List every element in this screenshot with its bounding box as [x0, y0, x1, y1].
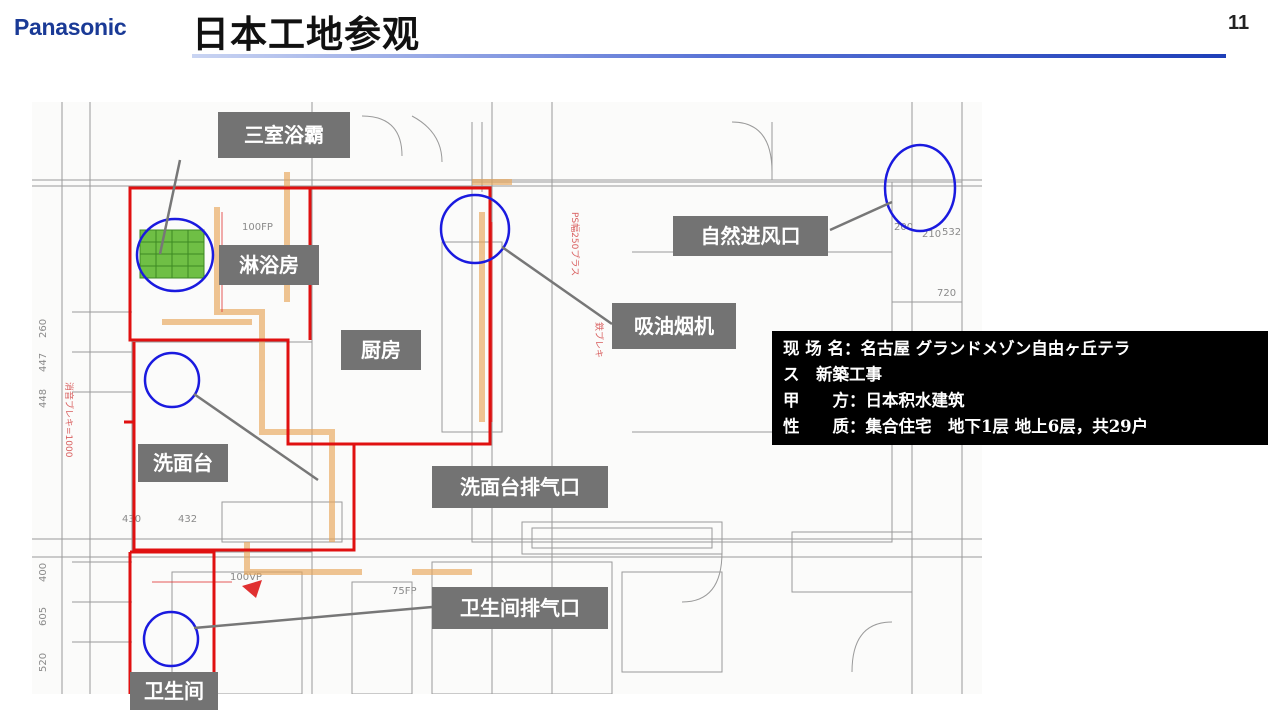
- svg-text:605: 605: [38, 607, 49, 626]
- project-info-site-name-cont: ス 新築工事: [783, 365, 882, 384]
- label-washbasin-exhaust: 洗面台排气口: [432, 466, 608, 508]
- label-range-hood: 吸油烟机: [612, 303, 736, 349]
- label-shower-room: 淋浴房: [219, 245, 319, 285]
- svg-text:210: 210: [922, 229, 941, 240]
- svg-text:532: 532: [942, 227, 961, 238]
- project-info-box: 现 场 名：名古屋 グランドメゾン自由ヶ丘テラ ス 新築工事 甲 方：日本积水建…: [772, 331, 1268, 445]
- project-info-client: 甲 方：日本积水建筑: [783, 391, 965, 410]
- svg-text:260: 260: [38, 319, 49, 338]
- svg-text:消音ブレキ=1000: 消音ブレキ=1000: [63, 382, 75, 458]
- svg-text:448: 448: [38, 389, 49, 408]
- svg-text:432: 432: [178, 514, 197, 525]
- svg-text:鉄ブレキ: 鉄ブレキ: [593, 322, 605, 358]
- page-title: 日本工地参观: [192, 13, 420, 56]
- label-toilet: 卫生间: [130, 672, 218, 710]
- svg-text:100VP: 100VP: [230, 572, 262, 583]
- label-natural-air-inlet: 自然进风口: [673, 216, 828, 256]
- svg-text:100FP: 100FP: [242, 222, 273, 233]
- svg-text:520: 520: [38, 653, 49, 672]
- label-toilet-exhaust: 卫生间排气口: [432, 587, 608, 629]
- svg-text:75FP: 75FP: [392, 586, 417, 597]
- svg-text:PS幅250プラス: PS幅250プラス: [569, 212, 581, 276]
- label-bathroom-heater: 三室浴霸: [218, 112, 350, 158]
- svg-text:447: 447: [38, 353, 49, 372]
- svg-text:720: 720: [937, 288, 956, 299]
- page-number: 11: [1228, 12, 1250, 34]
- project-info-site-name: 现 场 名：名古屋 グランドメゾン自由ヶ丘テラ: [783, 339, 1131, 358]
- title-underline: [192, 54, 1226, 58]
- svg-text:430: 430: [122, 514, 141, 525]
- svg-text:400: 400: [38, 563, 49, 582]
- panasonic-logo: Panasonic: [14, 14, 127, 40]
- project-info-type: 性 质：集合住宅 地下1层 地上6层，共29户: [783, 417, 1149, 436]
- label-washbasin: 洗面台: [138, 444, 228, 482]
- label-kitchen: 厨房: [341, 330, 421, 370]
